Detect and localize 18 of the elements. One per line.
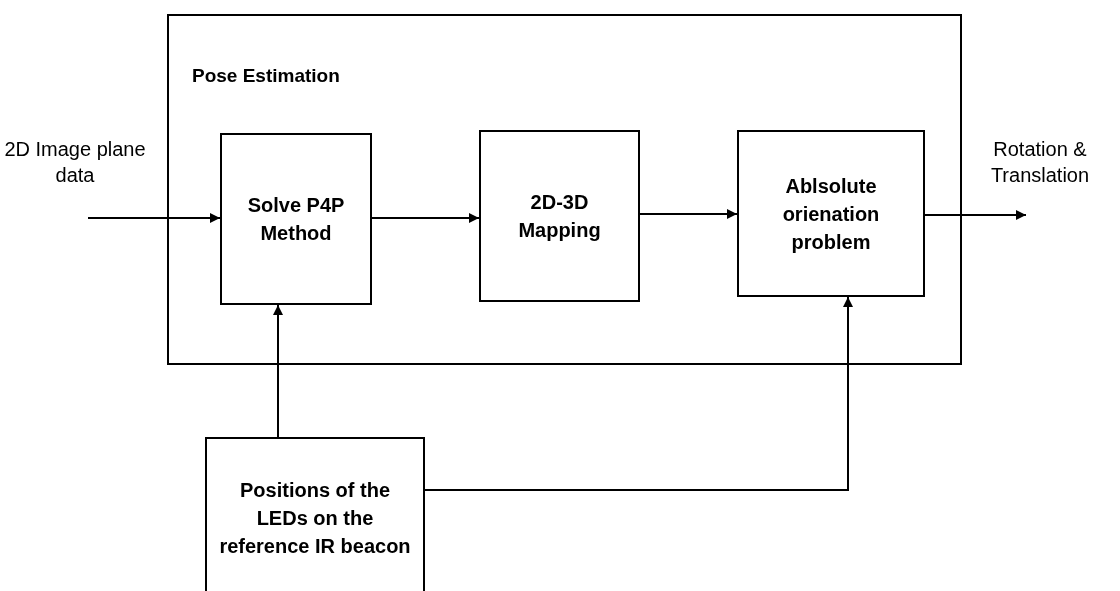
arrow (424, 296, 853, 491)
process-box (220, 133, 372, 305)
process-box (479, 130, 640, 302)
process-box (205, 437, 425, 591)
box-label: Solve P4P Method (246, 193, 346, 246)
box-label: Ablsolute orienation problem (781, 173, 881, 255)
io-label: Rotation & Translation (989, 137, 1091, 188)
arrow (273, 304, 283, 438)
box-label: 2D-3D Mapping (517, 190, 602, 243)
box-label: Positions of the LEDs on the reference IR beacon (218, 478, 412, 559)
arrow (924, 210, 1027, 220)
group-box (167, 14, 962, 365)
arrow (639, 209, 738, 219)
group-title: Pose Estimation (192, 64, 340, 88)
arrow (87, 213, 221, 223)
io-label: 2D Image plane data (3, 137, 147, 188)
arrow (371, 213, 480, 223)
process-box (737, 130, 925, 297)
